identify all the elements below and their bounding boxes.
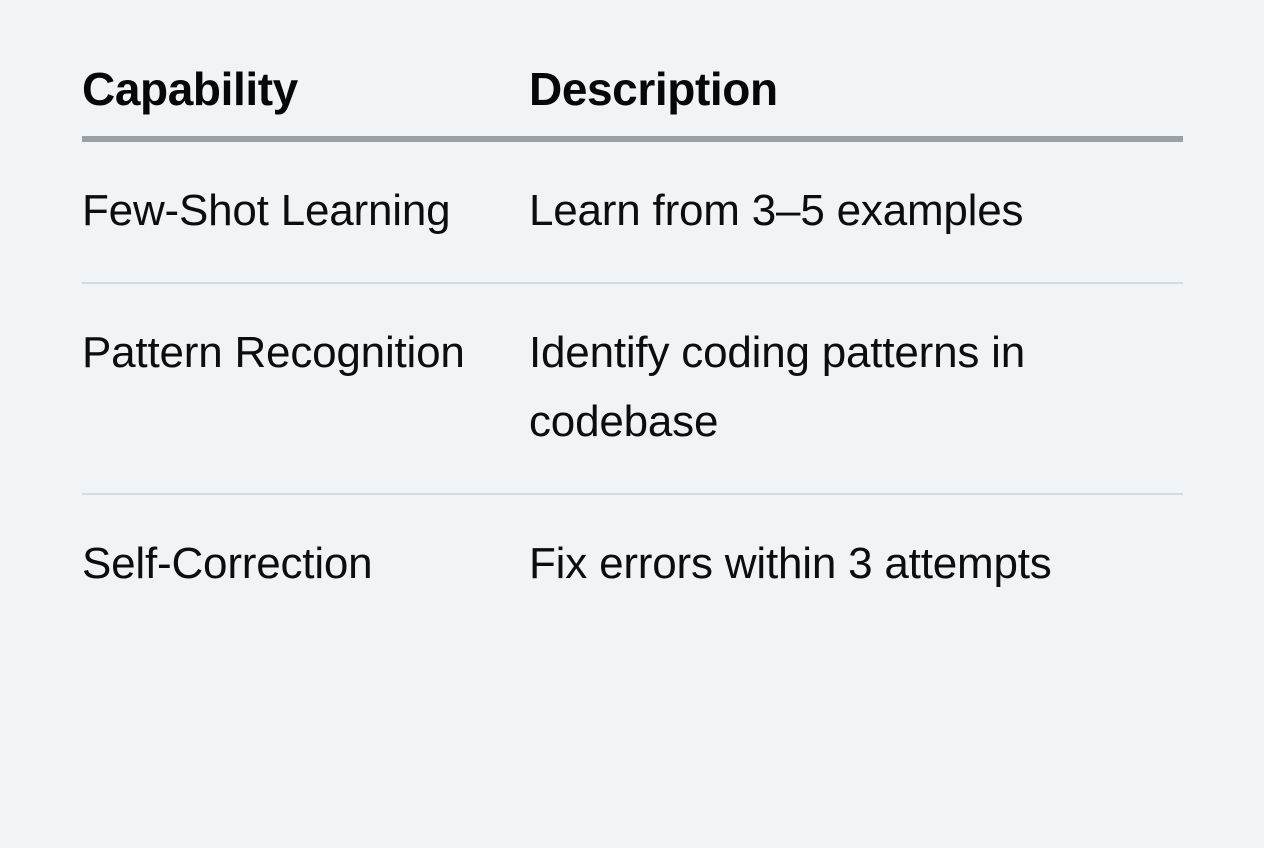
cell-description: Learn from 3–5 examples [529, 186, 1024, 235]
cell-capability: Few-Shot Learning [82, 186, 451, 235]
capability-table: Capability Description Few-Shot Learning… [82, 66, 1183, 634]
cell-capability: Pattern Recognition [82, 327, 465, 377]
cell-description: Fix errors within 3 attempts [529, 538, 1052, 588]
table-header: Capability Description [82, 66, 1183, 139]
table-row: Few-Shot Learning Learn from 3–5 example… [82, 139, 1183, 283]
table-row: Pattern Recognition Identify coding patt… [82, 283, 1183, 494]
table-header-row: Capability Description [82, 66, 1183, 139]
table-row: Self-Correction Fix errors within 3 atte… [82, 494, 1183, 635]
table-body: Few-Shot Learning Learn from 3–5 example… [82, 139, 1183, 634]
column-header-capability: Capability [82, 63, 298, 115]
column-header-description: Description [529, 63, 778, 115]
capability-table-container: Capability Description Few-Shot Learning… [82, 66, 1183, 634]
cell-capability: Self-Correction [82, 538, 373, 588]
cell-description: Identify coding patterns in codebase [529, 327, 1026, 447]
